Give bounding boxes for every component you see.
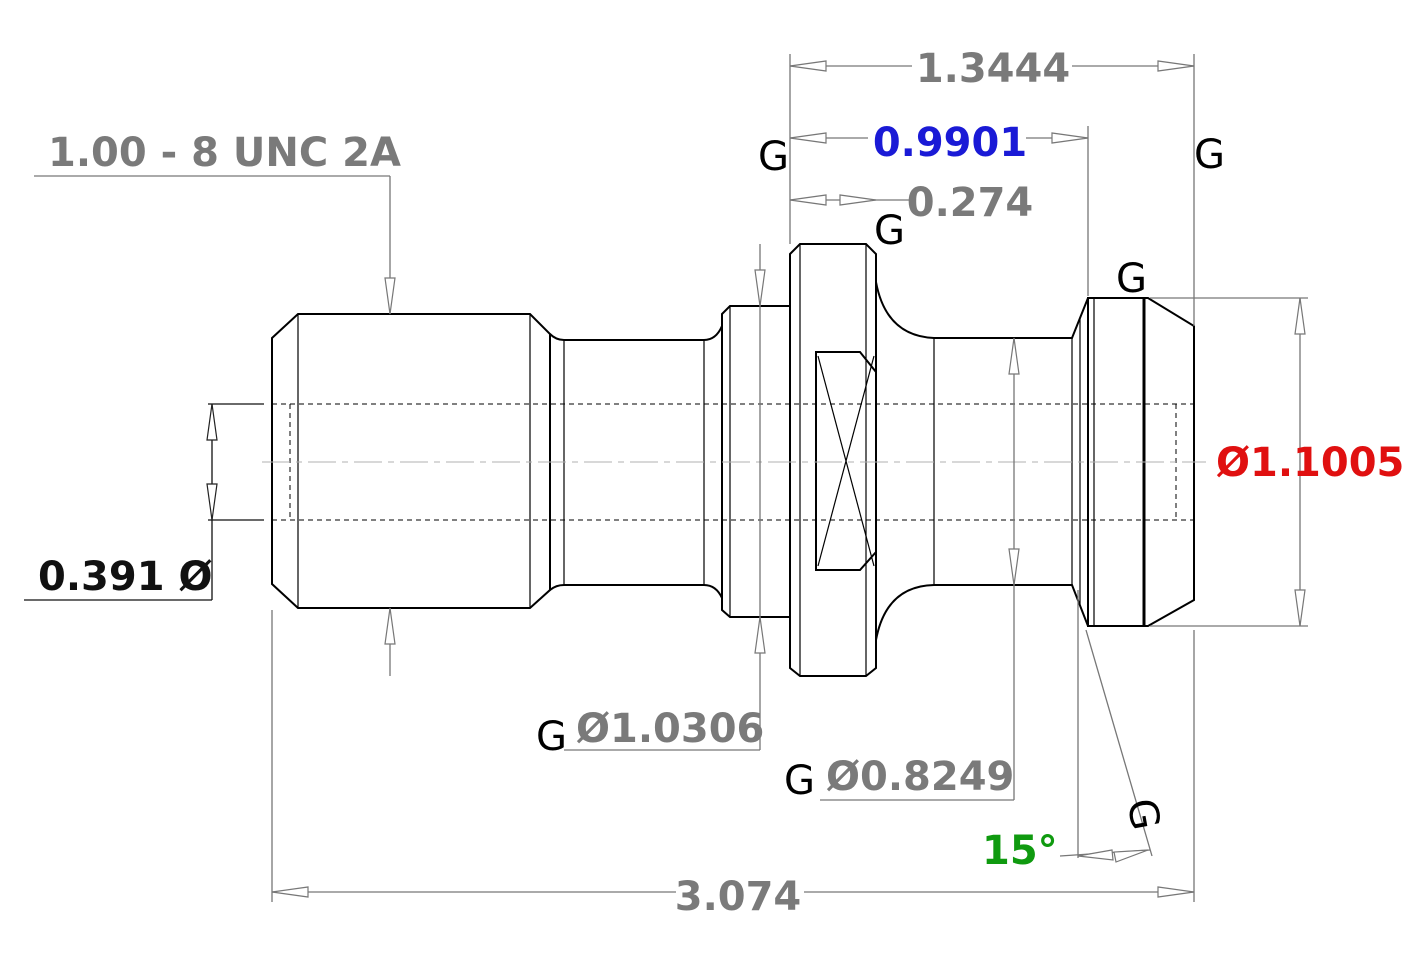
dim-angle: 15° <box>982 828 1058 874</box>
g-symbol-2: G <box>1194 132 1225 178</box>
dim-1-3444: 1.3444 <box>916 46 1070 92</box>
dimension-lines <box>24 54 1308 902</box>
g-symbol-6: G <box>784 758 815 804</box>
dim-0-9901: 0.9901 <box>873 120 1027 166</box>
dim-neck-dia: Ø0.8249 <box>826 754 1014 800</box>
dim-overall-length: 3.074 <box>675 874 802 920</box>
dimension-arrows <box>206 60 1306 898</box>
g-symbol-4: G <box>1116 256 1147 302</box>
part-outline <box>262 243 1206 677</box>
dim-bore-dia: 0.391 Ø <box>38 554 212 600</box>
dim-0-274: 0.274 <box>907 180 1034 226</box>
dimension-labels: 1.3444 0.9901 0.274 1.00 - 8 UNC 2A 0.39… <box>38 46 1404 920</box>
g-symbol-3: G <box>874 208 905 254</box>
dim-flange-dia: Ø1.0306 <box>576 706 764 752</box>
dim-head-dia: Ø1.1005 <box>1216 440 1404 486</box>
g-symbol-7: G <box>1118 795 1169 834</box>
g-symbol-5: G <box>536 714 567 760</box>
dim-thread: 1.00 - 8 UNC 2A <box>48 130 401 176</box>
g-symbol-1: G <box>758 134 789 180</box>
